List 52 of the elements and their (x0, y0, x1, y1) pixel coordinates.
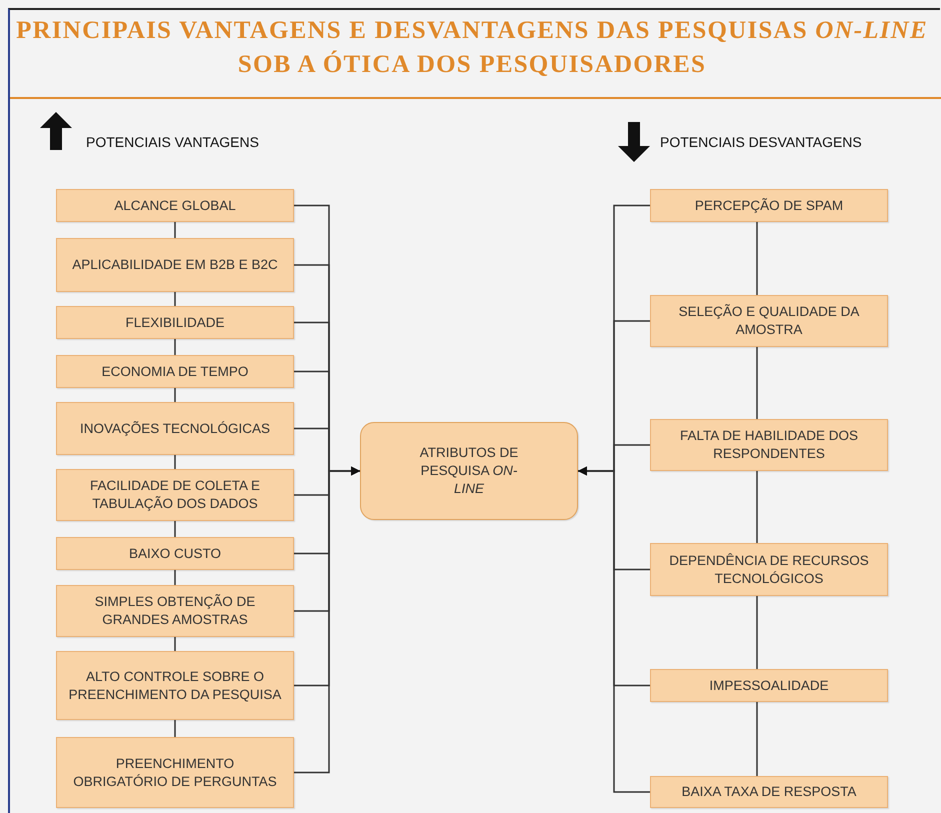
attribute-box (56, 355, 294, 388)
connector-line (174, 292, 176, 306)
attribute-box (650, 189, 888, 222)
column-heading: POTENCIAIS VANTAGENS (86, 134, 259, 150)
central-box (360, 422, 578, 520)
connector-line (756, 702, 758, 776)
box-label: PERCEPÇÃO DE SPAM (694, 196, 844, 214)
attribute-box (56, 469, 294, 521)
box-label: ECONOMIA DE TEMPO (102, 362, 248, 380)
attribute-box (56, 537, 294, 570)
box-label: INOVAÇÕES TECNOLÓGICAS (80, 420, 270, 438)
box-label: SIMPLES OBTENÇÃO DE GRANDES AMOSTRAS (94, 593, 256, 629)
connector-line (174, 637, 176, 651)
connector-line (756, 222, 758, 295)
connector-line (174, 388, 176, 402)
connector-line (174, 339, 176, 355)
attribute-box (56, 238, 294, 292)
connector-line (174, 521, 176, 537)
box-label: PREENCHIMENTO OBRIGATÓRIO DE PERGUNTAS (72, 754, 278, 790)
attribute-box (56, 737, 294, 808)
box-label: ALTO CONTROLE SOBRE O PREENCHIMENTO DA PESQUISA (68, 668, 282, 704)
attribute-box (650, 295, 888, 347)
box-label: DEPENDÊNCIA DE RECURSOS TECNOLÓGICOS (668, 552, 870, 588)
attribute-box (56, 306, 294, 339)
attribute-box (56, 585, 294, 637)
attribute-box (650, 543, 888, 596)
connector-line (174, 570, 176, 585)
attribute-box (650, 669, 888, 702)
box-label: BAIXA TAXA DE RESPOSTA (682, 783, 856, 801)
box-label: FLEXIBILIDADE (125, 314, 225, 332)
box-label: APLICABILIDADE EM B2B E B2C (72, 256, 278, 274)
box-label: SELEÇÃO E QUALIDADE DA AMOSTRA (678, 303, 860, 339)
box-label: BAIXO CUSTO (128, 544, 222, 562)
box-label: FALTA DE HABILIDADE DOS RESPONDENTES (678, 427, 860, 463)
column-heading: POTENCIAIS DESVANTAGENS (660, 134, 862, 150)
attribute-box (650, 419, 888, 471)
attribute-box (56, 402, 294, 455)
attribute-box (650, 776, 888, 808)
title: PRINCIPAIS VANTAGENS E DESVANTAGENS DAS PESQUISAS ON-LINE SOB A ÓTICA DOS PESQUISADORES (15, 16, 929, 80)
box-label: IMPESSOALIDADE (709, 676, 829, 694)
connector-line (174, 455, 176, 469)
box-label: ALCANCE GLOBAL (114, 196, 236, 214)
attribute-box (56, 189, 294, 222)
connector-line (174, 720, 176, 737)
connector-line (756, 347, 758, 419)
box-label: FACILIDADE DE COLETA E TABULAÇÃO DOS DADOS (88, 477, 262, 513)
arrow (578, 466, 650, 793)
connector-line (756, 471, 758, 543)
box-label: ATRIBUTOS DE PESQUISA ON-LINE (418, 444, 520, 498)
connector-line (756, 596, 758, 669)
attribute-box (56, 651, 294, 720)
connector-line (174, 222, 176, 238)
